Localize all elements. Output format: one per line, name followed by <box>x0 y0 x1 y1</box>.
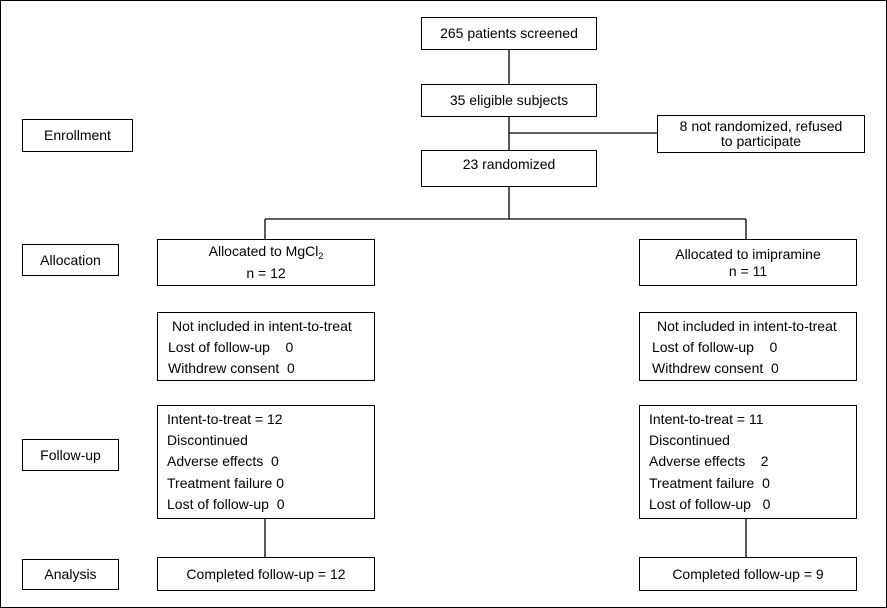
screened-box: 265 patients screened <box>421 17 597 50</box>
right-analysis-text: Completed follow-up = 9 <box>672 565 824 582</box>
right-followup-treatment-failure: Treatment failure 0 <box>649 474 770 491</box>
right-analysis-box: Completed follow-up = 9 <box>639 557 857 591</box>
right-excluded-withdrew: Withdrew consent 0 <box>652 360 779 376</box>
right-followup-adverse: Adverse effects 2 <box>649 453 769 470</box>
stage-label-followup: Follow-up <box>22 439 119 471</box>
stage-analysis-text: Analysis <box>44 566 97 582</box>
right-allocation-box: Allocated to imipramine n = 11 <box>639 239 857 286</box>
stage-followup-text: Follow-up <box>40 446 101 463</box>
eligible-text: 35 eligible subjects <box>449 92 569 108</box>
right-followup-box: Intent-to-treat = 11 Discontinued Advers… <box>639 405 857 519</box>
right-followup-lost: Lost of follow-up 0 <box>649 495 771 512</box>
stage-label-analysis: Analysis <box>22 559 119 590</box>
right-excluded-lost: Lost of follow-up 0 <box>652 339 778 355</box>
right-followup-discontinued: Discontinued <box>649 432 730 449</box>
right-allocation-n: n = 11 <box>728 262 768 279</box>
eligible-box: 35 eligible subjects <box>421 84 597 117</box>
left-analysis-text: Completed follow-up = 12 <box>186 565 346 582</box>
stage-allocation-text: Allocation <box>40 251 101 268</box>
left-excluded-box: Not included in intent-to-treat Lost of … <box>157 312 375 381</box>
not-randomized-text-line1: 8 not randomized, refused <box>679 118 843 134</box>
left-followup-lost: Lost of follow-up 0 <box>167 495 285 512</box>
left-followup-itt: Intent-to-treat = 12 <box>167 411 283 427</box>
left-excluded-header: Not included in intent-to-treat <box>172 318 352 334</box>
not-randomized-box: 8 not randomized, refused to participate <box>657 115 865 153</box>
left-analysis-box: Completed follow-up = 12 <box>157 557 375 591</box>
right-excluded-header: Not included in intent-to-treat <box>657 318 837 334</box>
left-allocation-n: n = 12 <box>246 265 286 281</box>
left-excluded-lost: Lost of follow-up 0 <box>168 339 294 355</box>
randomized-text: 23 randomized <box>462 156 556 172</box>
screened-text: 265 patients screened <box>440 25 578 41</box>
left-excluded-withdrew: Withdrew consent 0 <box>168 360 295 376</box>
right-allocation-title: Allocated to imipramine <box>675 245 821 262</box>
stage-label-allocation: Allocation <box>22 244 119 276</box>
stage-label-enrollment: Enrollment <box>22 119 133 152</box>
left-followup-box: Intent-to-treat = 12 Discontinued Advers… <box>157 405 375 519</box>
randomized-box: 23 randomized <box>421 150 597 187</box>
left-followup-adverse: Adverse effects 0 <box>167 453 279 470</box>
not-randomized-text-line2: to participate <box>720 133 802 149</box>
left-followup-treatment-failure: Treatment failure 0 <box>167 474 284 491</box>
left-followup-discontinued: Discontinued <box>167 432 248 449</box>
left-allocation-title: Allocated to MgCl2 <box>209 243 324 265</box>
left-allocation-box: Allocated to MgCl2 n = 12 <box>157 239 375 286</box>
left-allocation-prefix: Allocated to MgCl <box>208 243 319 259</box>
right-followup-itt: Intent-to-treat = 11 <box>649 411 764 427</box>
right-excluded-box: Not included in intent-to-treat Lost of … <box>639 312 857 381</box>
stage-enrollment-text: Enrollment <box>44 127 111 143</box>
left-allocation-subscript: 2 <box>318 251 324 261</box>
